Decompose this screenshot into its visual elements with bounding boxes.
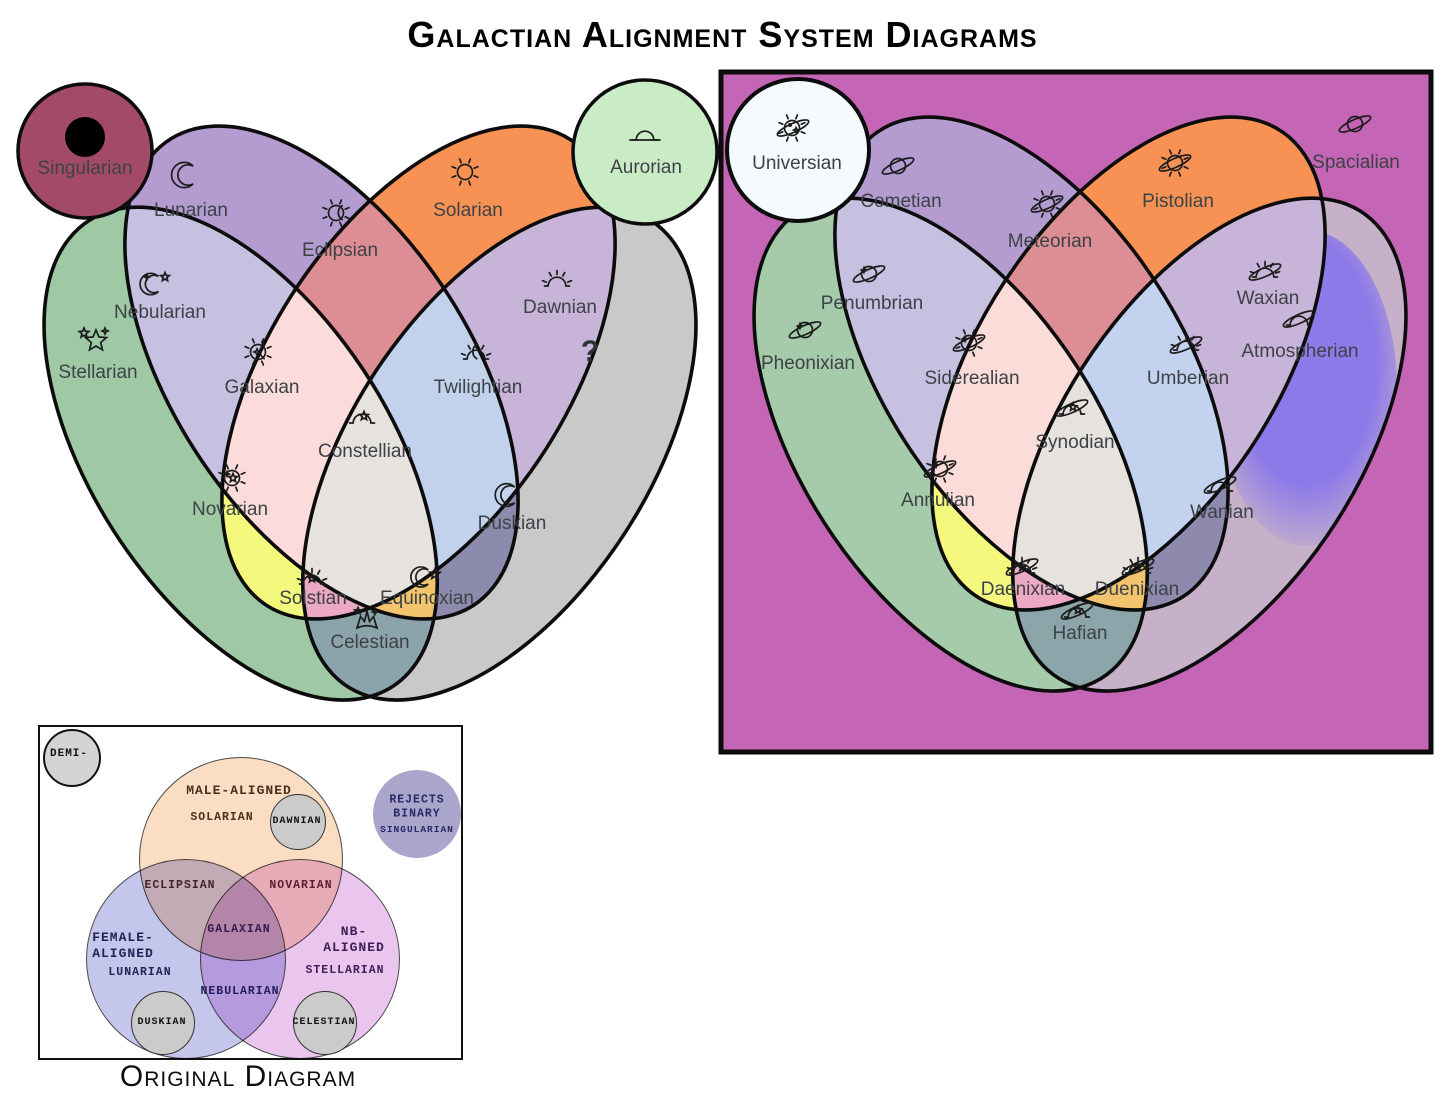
ringed-sun-star-icon	[923, 455, 957, 483]
dusk-moon-icon	[494, 482, 516, 508]
od-label-female-aligned: FEMALE- ALIGNED	[92, 929, 154, 961]
stars-icon	[77, 325, 111, 352]
region-label-wanian: Wanian	[1190, 502, 1254, 523]
region-label-umberian: Umberian	[1146, 368, 1230, 389]
star-crown-icon	[352, 605, 380, 630]
region-label-duskian: Duskian	[477, 513, 547, 534]
od-label-novarian: NOVARIAN	[269, 878, 333, 892]
celestian-bubble	[293, 991, 357, 1055]
unknown-region-mark: ?	[580, 335, 600, 368]
region-label-constellian: Constellian	[318, 441, 412, 462]
od-label-solarian: SOLARIAN	[190, 810, 254, 824]
region-label-pistolian: Pistolian	[1142, 191, 1214, 212]
od-label-singularian: SINGULARIAN	[380, 824, 454, 836]
region-label-meteorian: Meteorian	[1007, 231, 1093, 252]
crescent-moon-icon	[170, 161, 194, 189]
ringed-dome-icon	[1203, 476, 1237, 494]
region-label-lunarian: Lunarian	[154, 200, 228, 221]
satellite-label-singularian: Singularian	[37, 158, 133, 179]
region-label-solarian: Solarian	[433, 200, 503, 221]
region-label-stellarian: Stellarian	[58, 362, 138, 383]
od-label-demi: DEMI-	[49, 748, 89, 761]
region-label-annulian: Annulian	[901, 490, 975, 511]
od-label-eclipsian: ECLIPSIAN	[144, 878, 216, 892]
sunrise-horizon-icon	[629, 130, 661, 141]
ringed-planet-star-icon	[788, 321, 822, 339]
ringed-sun-icon	[1030, 190, 1064, 218]
region-label-siderealian: Siderealian	[924, 368, 1020, 389]
duskian-bubble	[131, 991, 195, 1055]
region-label-dawnian: Dawnian	[523, 297, 597, 318]
region-label-solstian: Solstian	[279, 588, 347, 609]
ringed-rising-sun-icon	[1169, 333, 1203, 354]
region-label-duenixian: Duenixian	[1094, 579, 1180, 600]
region-label-cometian: Cometian	[860, 191, 942, 212]
ringed-dome-icon	[1282, 310, 1316, 328]
region-label-hafian: Hafian	[1052, 623, 1108, 644]
nb-aligned-circle	[200, 859, 400, 1059]
od-label-celestian: CELESTIAN	[292, 1016, 356, 1028]
eclipse-icon	[322, 199, 350, 227]
ringed-planet-icon	[1338, 115, 1372, 133]
region-label-synodian: Synodian	[1035, 432, 1115, 453]
left-venn-diagram	[0, 37, 767, 789]
od-label-male-aligned: MALE-ALIGNED	[186, 782, 292, 798]
od-label-rejects-binary: REJECTS BINARY	[389, 793, 445, 821]
region-label-atmospherian: Atmospherian	[1241, 341, 1359, 362]
od-label-stellarian: STELLARIAN	[305, 963, 385, 977]
region-label-nebularian: Nebularian	[114, 302, 206, 323]
od-label-galaxian: GALAXIAN	[207, 922, 271, 936]
ringed-sun-icon	[1158, 149, 1192, 177]
aurorian-circle	[571, 78, 719, 226]
ringed-galaxy-icon	[776, 114, 810, 142]
ringed-planet-icon	[881, 157, 915, 175]
od-label-dawnian: DAWNIAN	[272, 815, 322, 827]
ringed-dome-star-icon	[1060, 602, 1094, 620]
sun-icon	[451, 158, 479, 186]
nova-sun-star-icon	[218, 464, 246, 492]
region-label-celestian: Celestian	[330, 632, 410, 653]
dawnian-bubble	[270, 794, 326, 850]
galaxy-icon	[244, 338, 272, 366]
constellation-icon	[348, 409, 376, 424]
original-diagram-box: MALE-ALIGNED SOLARIAN FEMALE- ALIGNED LUNAR…	[38, 725, 463, 1060]
black-dot-icon	[65, 117, 105, 157]
moon-stars-icon	[139, 270, 172, 296]
od-label-nb-aligned: NB- ALIGNED	[323, 923, 385, 955]
rejects-binary-bubble	[373, 770, 461, 858]
region-label-pheonixian: Pheonixian	[760, 353, 856, 374]
od-label-duskian: DUSKIAN	[137, 1016, 187, 1028]
ringed-rising-sun-icon	[1248, 260, 1282, 281]
page-title: Galactian Alignment System Diagrams	[407, 14, 1038, 55]
ringed-rising-sun-star-icon	[1005, 556, 1039, 576]
region-label-galaxian: Galaxian	[224, 377, 300, 398]
equinox-moon-star-icon	[410, 566, 443, 588]
region-label-eclipsian: Eclipsian	[301, 240, 379, 261]
ringed-dome-star-icon	[1055, 399, 1089, 417]
region-label-equinoxian: Equinoxian	[379, 588, 475, 609]
od-label-lunarian: LUNARIAN	[108, 965, 172, 979]
universian-circle	[725, 77, 871, 223]
original-diagram-caption: Original Diagram	[119, 1060, 357, 1093]
ringed-sun-star-icon	[952, 329, 986, 357]
twilight-sun-moon-icon	[460, 342, 492, 360]
region-label-twilightian: Twilightian	[433, 377, 523, 398]
rising-sun-icon	[541, 269, 573, 287]
region-label-penumbrian: Penumbrian	[820, 293, 924, 314]
region-label-daenixian: Daenixian	[980, 579, 1066, 600]
region-label-novarian: Novarian	[191, 499, 269, 520]
satellite-label-universian: Universian	[752, 153, 842, 174]
ringed-planet-star-icon	[852, 265, 886, 283]
od-label-nebularian: NEBULARIAN	[200, 984, 280, 998]
ringed-rising-sun-star-icon	[1121, 556, 1155, 576]
satellite-label-aurorian: Aurorian	[610, 157, 682, 178]
background-label-spacialian: Spacialian	[1312, 152, 1400, 173]
solstice-sun-star-icon	[296, 567, 328, 585]
region-label-waxian: Waxian	[1236, 288, 1300, 309]
demi-bubble	[43, 729, 101, 787]
